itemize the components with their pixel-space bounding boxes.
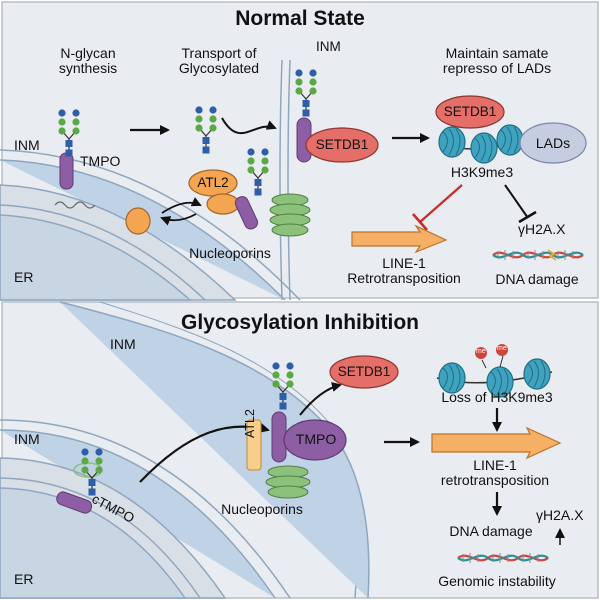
- setdb1-label: SETDB1: [337, 364, 391, 379]
- tmpo-label: TMPO: [295, 431, 337, 447]
- setdb1-node-b: [435, 95, 505, 129]
- genomic-label: Genomic instability: [438, 573, 556, 589]
- nucleoporins-label: Nucleoporins: [189, 245, 271, 261]
- line1-arrow: [351, 224, 448, 254]
- tmpo-protein: [234, 196, 259, 230]
- methyl-marks: [475, 344, 508, 369]
- dna-damage-label: DNA damage: [449, 523, 533, 539]
- nucleoporins-label: Nucleoporins: [221, 501, 303, 517]
- arrow-setdb1-release: [299, 382, 342, 416]
- setdb1-node: [329, 355, 399, 389]
- vesicle: [125, 207, 151, 235]
- lads-node: [519, 122, 587, 164]
- tmpo-protein: [59, 152, 74, 190]
- nucleosome-icon: [496, 124, 524, 156]
- panel-title-inhibition: Glycosylation Inhibition: [180, 311, 420, 334]
- nucleosome-icon: [523, 358, 551, 390]
- gh2ax-label: γH2A.X: [518, 221, 566, 237]
- er-membrane-inhibition: [0, 419, 291, 599]
- er-label: ER: [14, 571, 34, 587]
- nucleoporin-complex: [269, 193, 311, 237]
- dna-damage-label: DNA damage: [495, 271, 579, 287]
- methyl-label: me: [497, 345, 507, 352]
- maintain-label: Maintain samate represso of LADs: [442, 45, 552, 76]
- transport-label: Transport of Glycosylated: [178, 45, 260, 76]
- er-label: ER: [14, 269, 34, 285]
- atl2-node-2: [206, 193, 240, 215]
- arrow-transport: [221, 117, 277, 135]
- line1-label: LINE-1 Retrotransposition: [347, 255, 461, 286]
- loss-label: Loss of H3K9me3: [441, 389, 553, 405]
- inhibit-line1: [412, 184, 463, 231]
- nucleosome-icon: [470, 132, 498, 164]
- tmpo-label: TMPO: [80, 153, 121, 169]
- nucleosome-icon: [438, 126, 466, 158]
- atl2-label: ATL2: [243, 409, 257, 438]
- nuclear-envelope-normal: [279, 59, 291, 301]
- arrow-atl2-back: [160, 213, 197, 226]
- er-squiggle: [54, 201, 96, 209]
- lads-label: LADs: [535, 135, 571, 151]
- setdb1-label-b: SETDB1: [443, 104, 497, 119]
- damage-mark: [547, 249, 557, 261]
- inhibit-h2ax: [504, 184, 537, 224]
- setdb1-node: [305, 127, 379, 163]
- h3k9-label: H3K9me3: [450, 164, 514, 180]
- tmpo-node: [283, 419, 347, 461]
- line1-label: LINE-1 retrotransposition: [440, 457, 550, 488]
- line1-arrow: [431, 426, 562, 460]
- setdb1-label: SETDB1: [315, 137, 369, 152]
- atl2-label: ATL2: [197, 175, 229, 190]
- methyl-label: me: [476, 348, 486, 355]
- ctmpo-protein: [56, 491, 93, 514]
- inm-left-label: INM: [14, 137, 40, 153]
- nucleoporin-complex: [265, 465, 311, 499]
- inm-top-label: INM: [110, 336, 136, 352]
- inm-left-label: INM: [14, 431, 40, 447]
- nglycan-label: N-glycan synthesis: [58, 45, 118, 76]
- inm-top-label: INM: [316, 39, 341, 54]
- atl2-box: [246, 419, 262, 471]
- arrow-atl2: [161, 197, 202, 214]
- panel-title-normal: Normal State: [235, 7, 365, 30]
- gh2ax-label: γH2A.X: [536, 507, 584, 523]
